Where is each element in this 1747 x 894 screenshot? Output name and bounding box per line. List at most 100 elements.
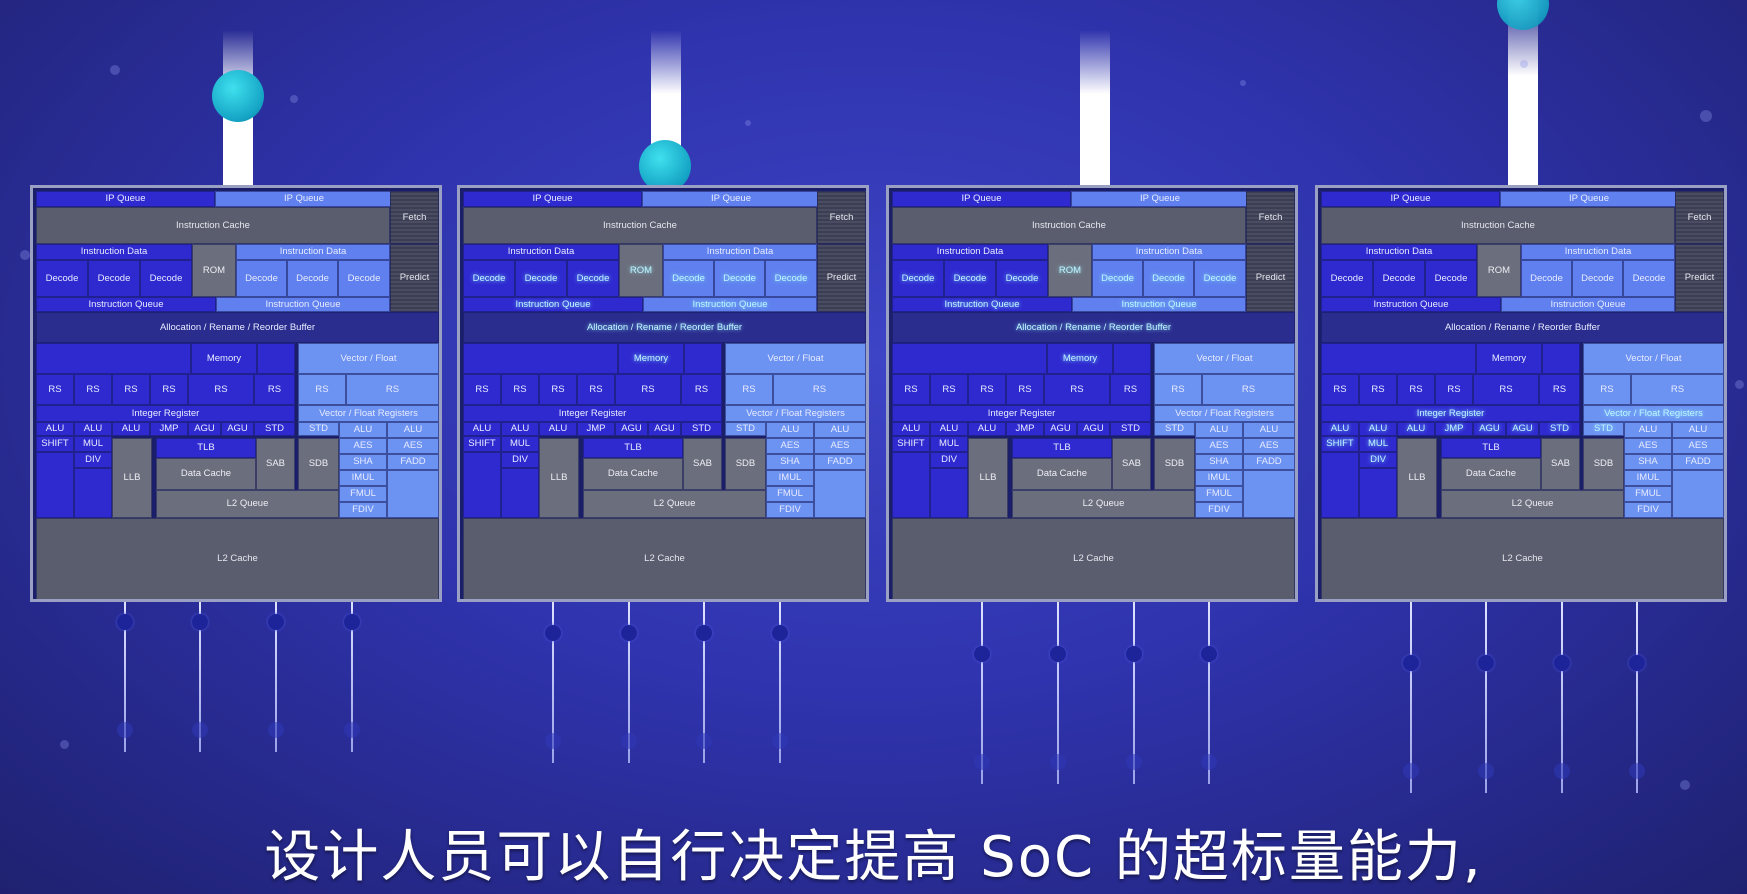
block-alu1: ALU xyxy=(892,422,930,436)
block-ireg: Integer Register xyxy=(463,405,722,422)
block-rs5: RS xyxy=(615,374,681,405)
output-pin-dot-faded xyxy=(1478,763,1494,779)
block-vf: Vector / Float xyxy=(1583,343,1724,374)
block-ex2 xyxy=(501,468,539,518)
block-vfx xyxy=(814,470,866,518)
block-idata2: Instruction Data xyxy=(1521,244,1675,260)
block-alu1: ALU xyxy=(36,422,74,436)
block-iq2: Instruction Queue xyxy=(1501,297,1675,312)
block-dec6: Decode xyxy=(1194,260,1246,297)
block-std2: STD xyxy=(298,422,339,436)
block-vf: Vector / Float xyxy=(725,343,866,374)
block-alloc: Allocation / Rename / Reorder Buffer xyxy=(892,312,1295,343)
block-rs2: RS xyxy=(930,374,968,405)
block-ex1 xyxy=(892,452,930,518)
output-pin-dot-faded xyxy=(696,733,712,749)
output-pin-dot xyxy=(772,625,788,641)
block-alu3: ALU xyxy=(539,422,577,436)
block-icache: Instruction Cache xyxy=(36,207,390,244)
block-tlb: TLB xyxy=(583,438,683,458)
block-imul: IMUL xyxy=(339,470,387,486)
block-div: DIV xyxy=(930,452,968,468)
block-alu5: ALU xyxy=(1243,422,1295,438)
output-pin xyxy=(1410,600,1412,793)
block-jmp: JMP xyxy=(577,422,615,436)
block-sha: SHA xyxy=(766,454,814,470)
output-pin xyxy=(779,600,781,763)
block-alu2: ALU xyxy=(1359,422,1397,436)
background-speck xyxy=(290,95,298,103)
block-dec1: Decode xyxy=(36,260,88,297)
block-shift: SHIFT xyxy=(36,436,74,452)
block-sdb: SDB xyxy=(1583,438,1624,490)
block-sab: SAB xyxy=(1541,438,1580,490)
output-pin xyxy=(981,600,983,784)
block-mem2 xyxy=(684,343,722,374)
block-jmp: JMP xyxy=(1006,422,1044,436)
block-icache: Instruction Cache xyxy=(892,207,1246,244)
block-std2: STD xyxy=(1154,422,1195,436)
background-speck xyxy=(1240,80,1246,86)
output-pin xyxy=(1636,600,1638,793)
output-pin-dot-faded xyxy=(621,733,637,749)
block-alu1: ALU xyxy=(1321,422,1359,436)
block-mem0 xyxy=(463,343,618,374)
block-mul: MUL xyxy=(501,436,539,452)
block-mul: MUL xyxy=(1359,436,1397,452)
data-ball xyxy=(212,70,264,122)
block-imul: IMUL xyxy=(1624,470,1672,486)
output-pin xyxy=(1057,600,1059,784)
block-mem2 xyxy=(257,343,295,374)
block-predict: Predict xyxy=(1246,244,1295,312)
output-pin-dot xyxy=(621,625,637,641)
block-alu4: ALU xyxy=(1624,422,1672,438)
output-pin-dot xyxy=(1629,655,1645,671)
block-ex2 xyxy=(930,468,968,518)
block-std1: STD xyxy=(681,422,722,436)
block-l2c: L2 Cache xyxy=(36,518,439,599)
output-pin xyxy=(552,600,554,763)
output-pin-dot xyxy=(696,625,712,641)
output-pin-dot-faded xyxy=(1629,763,1645,779)
block-fetch: Fetch xyxy=(1675,191,1724,244)
block-idata2: Instruction Data xyxy=(663,244,817,260)
block-fadd: FADD xyxy=(1672,454,1724,470)
block-fdiv: FDIV xyxy=(1195,502,1243,518)
block-vf: Vector / Float xyxy=(1154,343,1295,374)
block-ex2 xyxy=(1359,468,1397,518)
output-pin-dot xyxy=(1478,655,1494,671)
block-shift: SHIFT xyxy=(892,436,930,452)
block-dcache: Data Cache xyxy=(1012,458,1112,490)
block-dec5: Decode xyxy=(1143,260,1194,297)
block-alu2: ALU xyxy=(74,422,112,436)
block-vfreg: Vector / Float Registers xyxy=(298,405,439,422)
background-speck xyxy=(745,120,751,126)
block-alu2: ALU xyxy=(501,422,539,436)
block-std1: STD xyxy=(1110,422,1151,436)
output-pin-dot-faded xyxy=(545,733,561,749)
block-dec6: Decode xyxy=(765,260,817,297)
block-agu1: AGU xyxy=(188,422,221,436)
block-ipq2: IP Queue xyxy=(215,191,393,207)
block-dec5: Decode xyxy=(1572,260,1623,297)
block-mem: Memory xyxy=(1047,343,1113,374)
block-aes2: AES xyxy=(814,438,866,454)
block-alu5: ALU xyxy=(387,422,439,438)
output-pin xyxy=(275,600,277,752)
block-mem0 xyxy=(36,343,191,374)
block-llb: LLB xyxy=(968,438,1008,518)
block-agu1: AGU xyxy=(1473,422,1506,436)
output-pin-dot xyxy=(1201,646,1217,662)
block-rs5: RS xyxy=(1473,374,1539,405)
output-pin-dot xyxy=(268,614,284,630)
block-aes2: AES xyxy=(387,438,439,454)
block-icache: Instruction Cache xyxy=(463,207,817,244)
block-vfx xyxy=(387,470,439,518)
output-pin xyxy=(199,600,201,752)
block-rs6: RS xyxy=(681,374,722,405)
block-idata2: Instruction Data xyxy=(1092,244,1246,260)
block-dcache: Data Cache xyxy=(1441,458,1541,490)
block-rs8: RS xyxy=(1631,374,1724,405)
